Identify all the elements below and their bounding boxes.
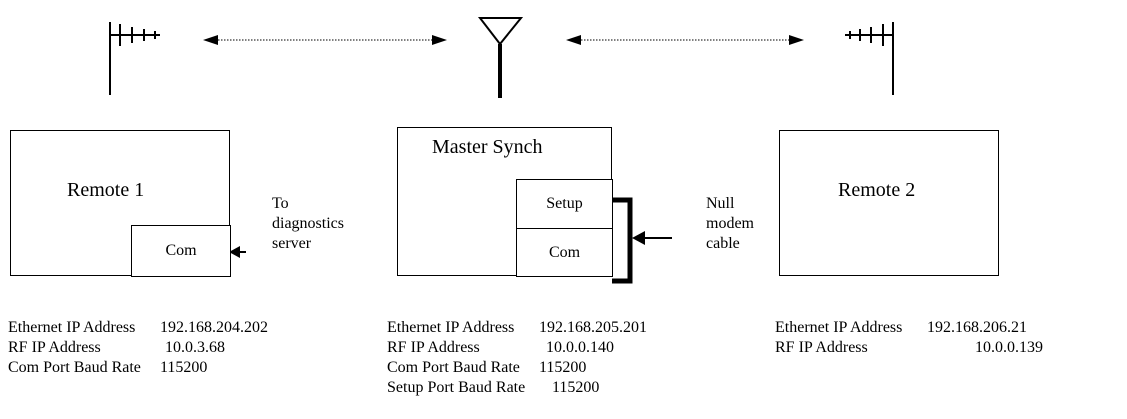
master-com-port: Com	[516, 228, 613, 277]
info-value: 115200	[552, 379, 600, 396]
info-label: Ethernet IP Address	[775, 319, 903, 336]
info-value: 192.168.204.202	[160, 319, 268, 336]
cable-note: Null modem cable	[706, 194, 754, 254]
remote1-antenna-icon	[109, 22, 160, 95]
null-modem-cable	[612, 197, 633, 284]
info-label: Com Port Baud Rate	[8, 359, 141, 376]
diagnostics-note: To diagnostics server	[272, 194, 344, 254]
info-value: 10.0.0.139	[975, 339, 1043, 356]
info-label: RF IP Address	[8, 339, 101, 356]
info-label: Com Port Baud Rate	[387, 359, 520, 376]
cable-note-line: modem	[706, 215, 754, 232]
master-com-label: Com	[548, 243, 581, 261]
info-value: 10.0.0.140	[546, 339, 614, 356]
diagnostics-arrow	[229, 246, 246, 258]
cable-note-line: Null	[706, 195, 735, 212]
cable-note-line: cable	[706, 235, 740, 252]
rf-link-left	[203, 35, 447, 45]
remote1-com-label: Com	[165, 242, 197, 259]
remote1-com-port: Com	[131, 225, 231, 277]
info-label: RF IP Address	[775, 339, 868, 356]
info-label: Setup Port Baud Rate	[387, 379, 526, 396]
remote2-title: Remote 2	[838, 179, 916, 201]
info-value: 10.0.3.68	[165, 339, 225, 356]
diagnostics-note-line: server	[272, 235, 312, 252]
info-label: Ethernet IP Address	[387, 319, 515, 336]
diagnostics-note-line: diagnostics	[272, 215, 344, 232]
cable-arrow	[632, 231, 672, 245]
master-title: Master Synch	[432, 136, 543, 158]
info-value: 192.168.205.201	[539, 319, 647, 336]
info-value: 115200	[160, 359, 208, 376]
info-value: 115200	[539, 359, 587, 376]
master-setup-label: Setup	[546, 195, 583, 212]
remote1-box: Remote 1 Com	[10, 130, 231, 277]
diagnostics-note-line: To	[272, 195, 289, 212]
master-box: Master Synch Setup Com	[397, 127, 613, 277]
master-setup-port: Setup	[516, 179, 613, 229]
remote2-box: Remote 2	[779, 130, 999, 276]
remote2-antenna-icon	[845, 22, 894, 95]
info-label: RF IP Address	[387, 339, 480, 356]
remote1-title: Remote 1	[67, 179, 145, 201]
rf-link-right	[566, 35, 804, 45]
info-value: 192.168.206.21	[927, 319, 1027, 336]
info-label: Ethernet IP Address	[8, 319, 136, 336]
master-antenna-icon	[477, 17, 524, 98]
